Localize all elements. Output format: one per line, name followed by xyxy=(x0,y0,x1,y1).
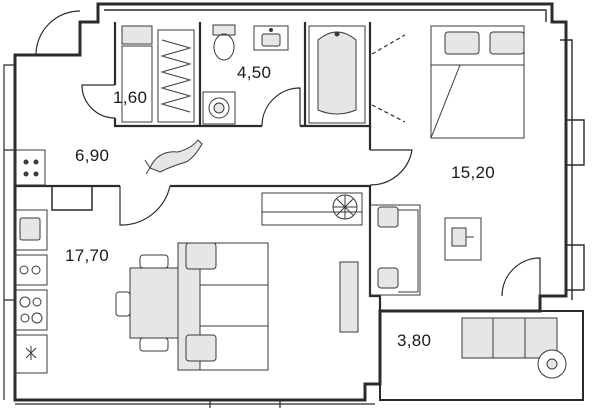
storage-door xyxy=(81,84,116,119)
plant-icon xyxy=(332,194,358,220)
sink-icon xyxy=(253,25,289,51)
bedroom-area-label: 15,20 xyxy=(451,163,496,182)
balcony-door xyxy=(501,257,541,297)
entrance-door xyxy=(35,10,81,56)
balcony-area-label: 3,80 xyxy=(397,331,432,350)
exterior-wall xyxy=(13,2,568,402)
storage-area-label: 1,60 xyxy=(113,88,148,107)
kitchen-living-area-label: 17,70 xyxy=(65,246,110,265)
window-left xyxy=(3,64,15,400)
kitchen-partition xyxy=(51,186,93,211)
tv-icon xyxy=(261,192,363,333)
dog-icon xyxy=(144,139,203,175)
bed-icon xyxy=(430,25,525,139)
storage-wall xyxy=(113,22,202,128)
toilet-icon xyxy=(212,24,236,61)
desk-icon xyxy=(444,217,482,261)
kitchen-door xyxy=(119,185,171,226)
dining-table-icon xyxy=(115,254,179,352)
window-bottom xyxy=(15,400,375,408)
kitchen-unit-icon xyxy=(14,149,48,374)
washing-machine-icon xyxy=(202,91,236,125)
hallway-door xyxy=(369,149,413,186)
bathroom-door xyxy=(261,87,301,127)
exterior-wall-top xyxy=(104,9,547,22)
armchair-icon xyxy=(369,204,421,296)
balcony-sofa-icon xyxy=(461,317,567,379)
balcony-wall xyxy=(379,310,584,401)
bathtub-icon xyxy=(308,25,366,124)
hallway-area-label: 6,90 xyxy=(75,146,110,165)
window-right xyxy=(560,39,585,300)
sofa-icon xyxy=(177,242,269,371)
bedroom-door-dashed xyxy=(371,34,406,123)
bathroom-area-label: 4,50 xyxy=(237,63,272,82)
wardrobe-icon xyxy=(121,25,195,123)
